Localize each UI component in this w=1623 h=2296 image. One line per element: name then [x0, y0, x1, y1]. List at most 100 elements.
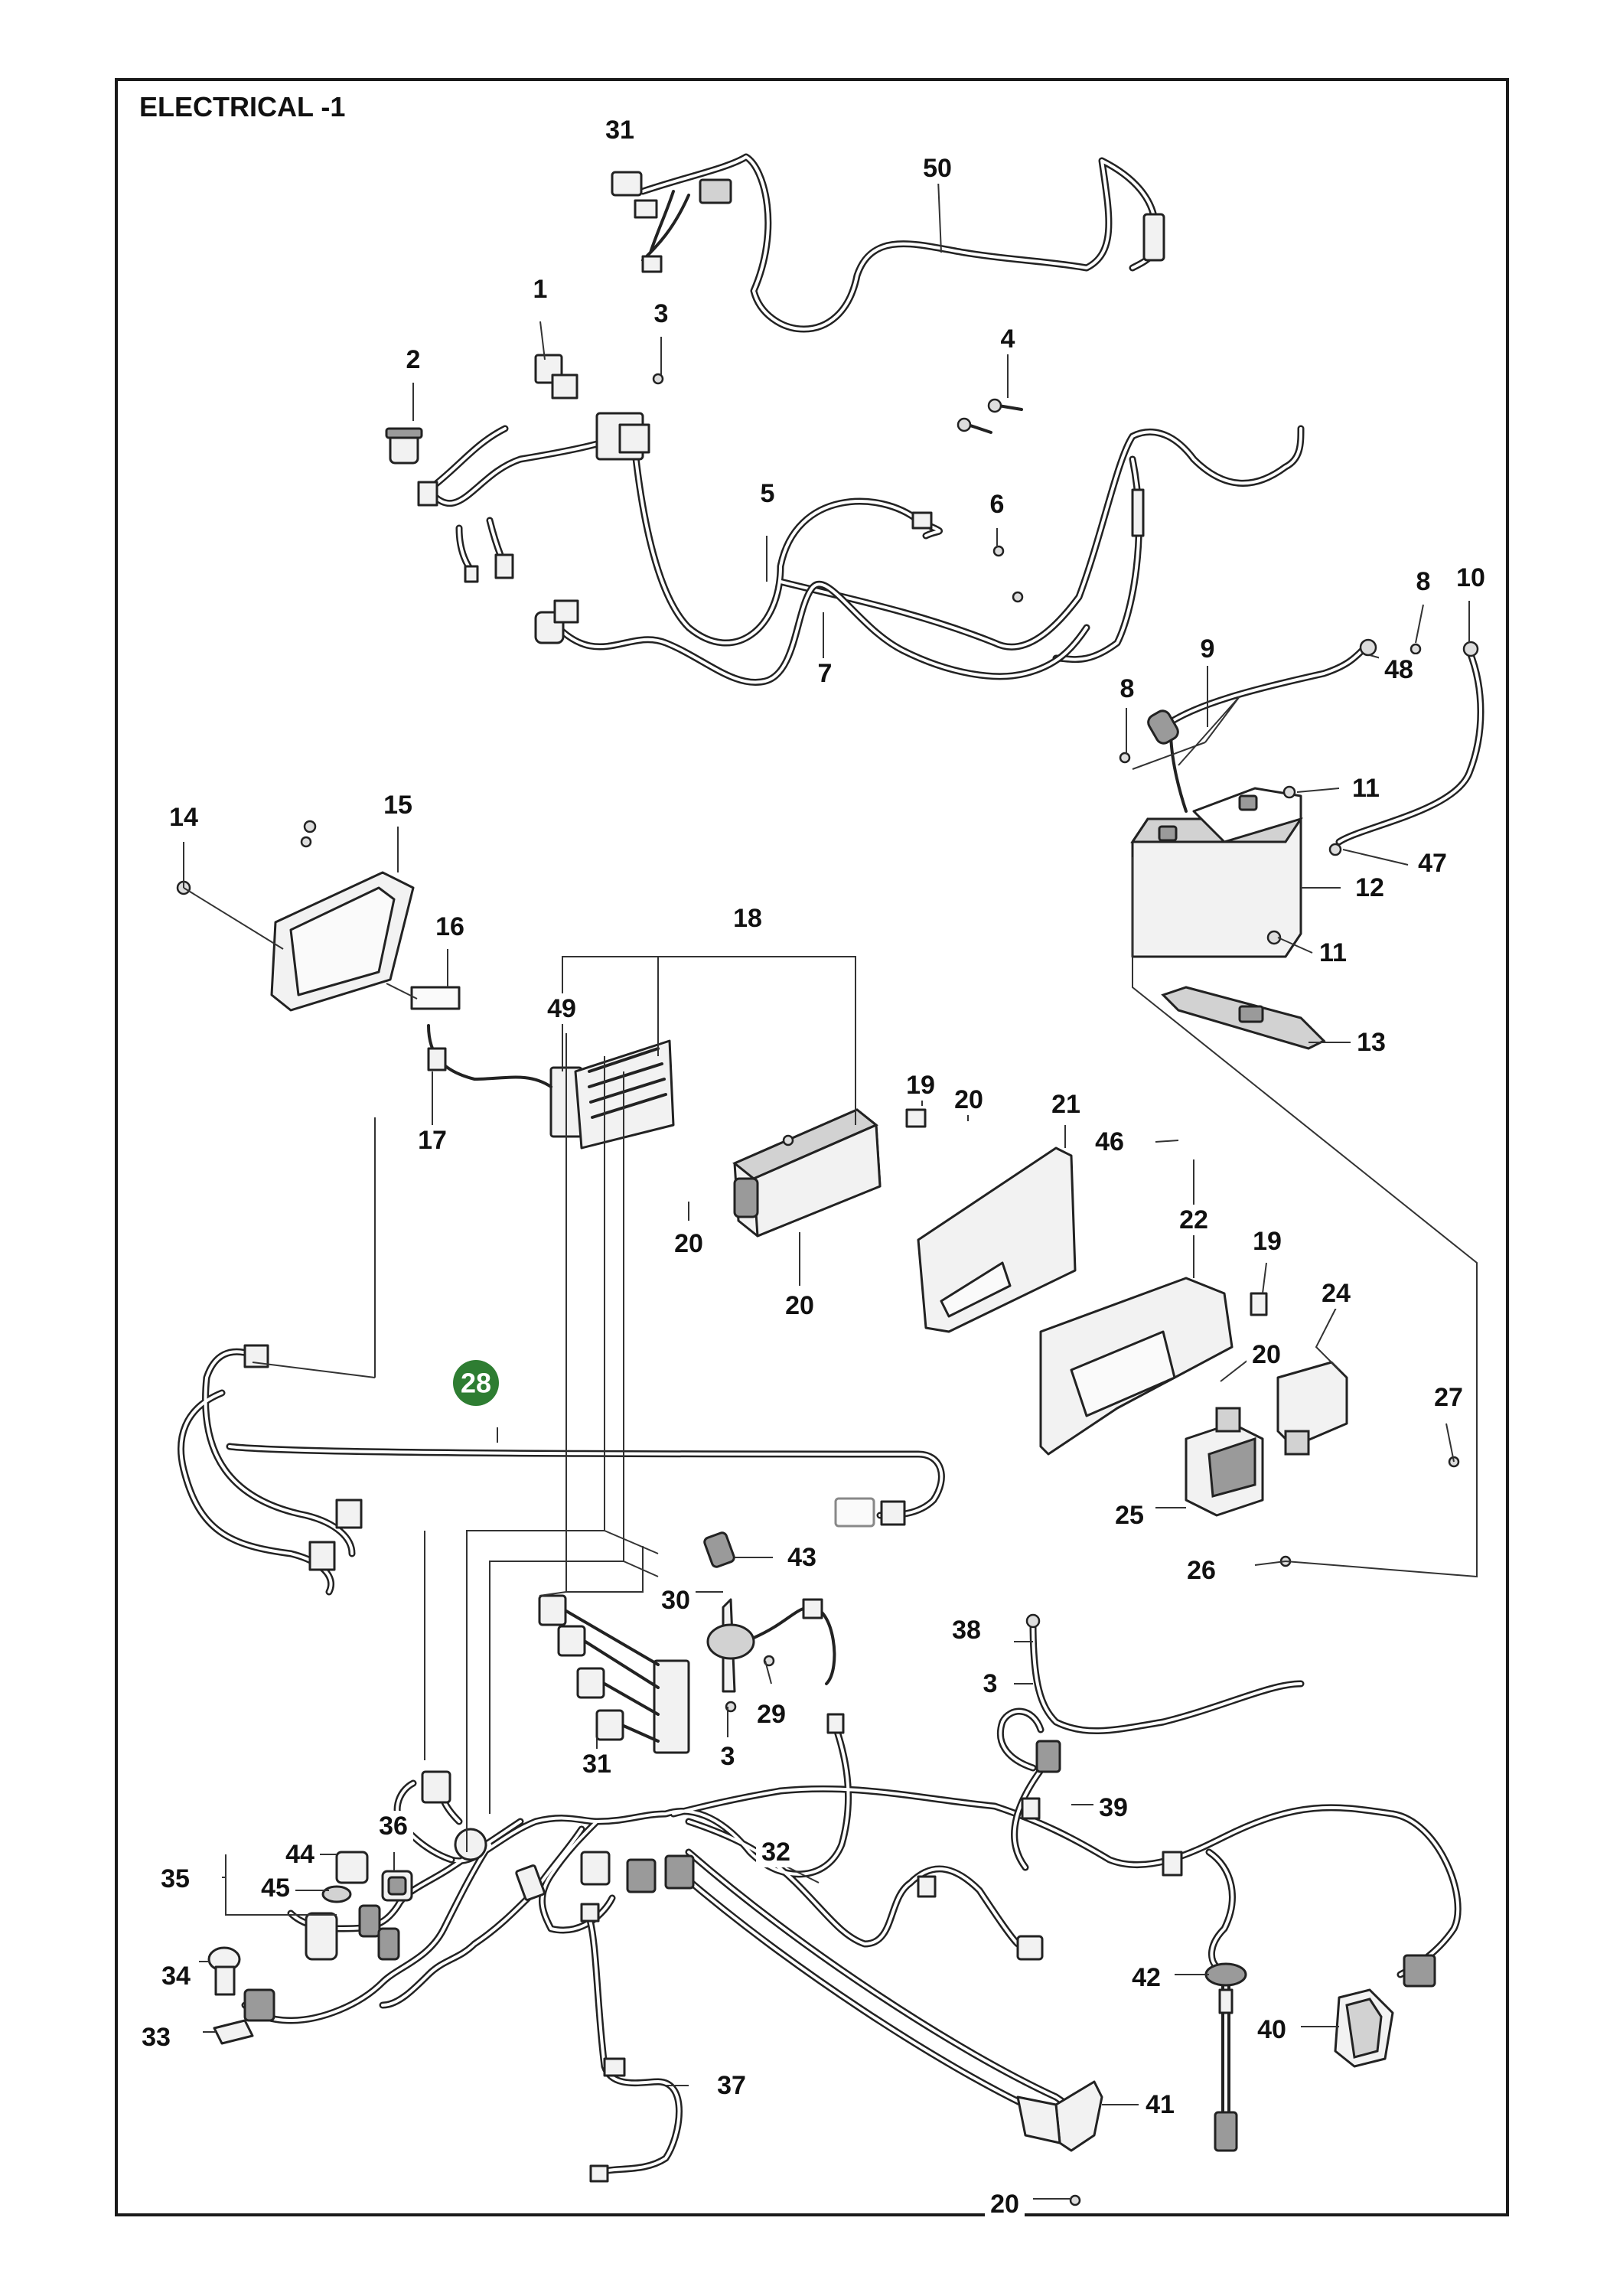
- callout-bg-44: [280, 1839, 320, 1870]
- callout-18[interactable]: 18: [733, 904, 762, 933]
- callout-bg-19: [1247, 1226, 1287, 1257]
- callout-43[interactable]: 43: [787, 1543, 816, 1572]
- callout-bg-45: [256, 1873, 295, 1903]
- callout-bg-21: [1046, 1089, 1086, 1120]
- relay-2: [385, 427, 423, 465]
- callout-bg-25: [1110, 1500, 1149, 1531]
- callout-17[interactable]: 17: [418, 1126, 447, 1155]
- callout-bg-13: [1351, 1027, 1391, 1058]
- callout-20[interactable]: 20: [785, 1291, 814, 1320]
- callout-bg-38: [947, 1615, 986, 1645]
- callout-bg-20: [985, 2189, 1025, 2219]
- callout-9[interactable]: 9: [1201, 634, 1215, 664]
- callout-16[interactable]: 16: [435, 912, 464, 941]
- callout-31[interactable]: 31: [582, 1750, 611, 1779]
- diagram-frame: [115, 78, 1509, 2216]
- callout-24[interactable]: 24: [1322, 1279, 1351, 1308]
- callout-25[interactable]: 25: [1115, 1501, 1144, 1530]
- bracket-21: [917, 1146, 1077, 1333]
- bracket-41: [1016, 2080, 1103, 2206]
- callout-39[interactable]: 39: [1099, 1793, 1128, 1822]
- callout-34[interactable]: 34: [161, 1962, 191, 1991]
- callout-bg-11: [1346, 773, 1386, 804]
- callout-1[interactable]: 1: [533, 275, 548, 304]
- callout-21[interactable]: 21: [1051, 1090, 1080, 1119]
- callout-32[interactable]: 32: [761, 1838, 790, 1867]
- callout-11[interactable]: 11: [1352, 774, 1380, 803]
- callout-bg-31: [600, 115, 640, 145]
- callout-29[interactable]: 29: [757, 1700, 786, 1729]
- harness-37: [580, 1903, 683, 2183]
- controller-20: [732, 1108, 927, 1238]
- callout-bg-24: [1316, 1278, 1356, 1309]
- callout-5[interactable]: 5: [761, 479, 775, 508]
- sensor-42: [1204, 1848, 1247, 2152]
- callout-19[interactable]: 19: [1253, 1227, 1282, 1256]
- callout-bg-2: [393, 344, 433, 375]
- switch-25: [1185, 1407, 1292, 1567]
- callout-12[interactable]: 12: [1355, 873, 1384, 902]
- callout-20[interactable]: 20: [990, 2190, 1019, 2219]
- callout-11[interactable]: 11: [1319, 938, 1347, 967]
- callout-22[interactable]: 22: [1179, 1205, 1208, 1234]
- callout-26[interactable]: 26: [1187, 1556, 1216, 1585]
- callout-4[interactable]: 4: [1001, 325, 1015, 354]
- callout-3[interactable]: 3: [721, 1742, 735, 1771]
- callout-15[interactable]: 15: [383, 791, 412, 820]
- callout-50[interactable]: 50: [923, 154, 952, 183]
- callout-37[interactable]: 37: [717, 2071, 746, 2100]
- callout-8[interactable]: 8: [1120, 674, 1135, 703]
- label-16: [410, 986, 461, 1010]
- callout-bg-41: [1140, 2089, 1180, 2120]
- callout-33[interactable]: 33: [142, 2023, 171, 2052]
- callout-bg-3: [641, 298, 681, 329]
- callout-bg-7: [805, 658, 845, 689]
- callout-bg-33: [136, 2022, 176, 2053]
- callout-19[interactable]: 19: [906, 1071, 935, 1100]
- callout-31[interactable]: 31: [605, 116, 634, 145]
- callout-bg-26: [1181, 1555, 1221, 1586]
- callout-bg-20: [669, 1228, 709, 1259]
- callout-bg-32: [756, 1837, 796, 1867]
- callout-2[interactable]: 2: [406, 345, 421, 374]
- callout-bg-35: [155, 1864, 195, 1894]
- callout-20[interactable]: 20: [674, 1229, 703, 1258]
- callout-14[interactable]: 14: [169, 803, 198, 832]
- ignition-35: [305, 1851, 369, 1961]
- callout-47[interactable]: 47: [1418, 849, 1447, 878]
- callout-28[interactable]: 28: [461, 1368, 491, 1399]
- screws-4-6: [652, 373, 1024, 603]
- callout-48[interactable]: 48: [1384, 655, 1413, 684]
- callout-bg-20: [949, 1084, 989, 1115]
- callout-49[interactable]: 49: [547, 994, 576, 1023]
- callout-20[interactable]: 20: [954, 1085, 983, 1114]
- callout-30[interactable]: 30: [661, 1586, 690, 1615]
- callout-41[interactable]: 41: [1146, 2090, 1175, 2119]
- callout-8[interactable]: 8: [1416, 567, 1431, 596]
- callout-13[interactable]: 13: [1357, 1028, 1386, 1057]
- callout-3[interactable]: 3: [983, 1669, 998, 1698]
- callout-7[interactable]: 7: [818, 659, 833, 688]
- callout-40[interactable]: 40: [1257, 2015, 1286, 2044]
- callout-bg-47: [1413, 848, 1452, 879]
- callout-27[interactable]: 27: [1434, 1383, 1463, 1412]
- callout-45[interactable]: 45: [261, 1874, 290, 1903]
- callout-bg-29: [751, 1699, 791, 1730]
- callout-42[interactable]: 42: [1132, 1963, 1161, 1992]
- board-49: [427, 1024, 583, 1138]
- callout-bg-31: [577, 1749, 617, 1779]
- callout-bg-22: [1174, 1205, 1214, 1235]
- callout-bg-39: [1093, 1792, 1133, 1823]
- callout-38[interactable]: 38: [952, 1616, 981, 1645]
- callout-10[interactable]: 10: [1456, 563, 1485, 592]
- callout-3[interactable]: 3: [654, 299, 669, 328]
- callout-46[interactable]: 46: [1095, 1127, 1124, 1156]
- callout-6[interactable]: 6: [990, 490, 1005, 519]
- callout-44[interactable]: 44: [285, 1840, 314, 1869]
- callout-36[interactable]: 36: [379, 1812, 408, 1841]
- callout-20[interactable]: 20: [1252, 1340, 1281, 1369]
- callout-35[interactable]: 35: [161, 1864, 190, 1893]
- leader-lines: [183, 160, 1478, 2200]
- callout-bg-42: [1126, 1962, 1166, 1993]
